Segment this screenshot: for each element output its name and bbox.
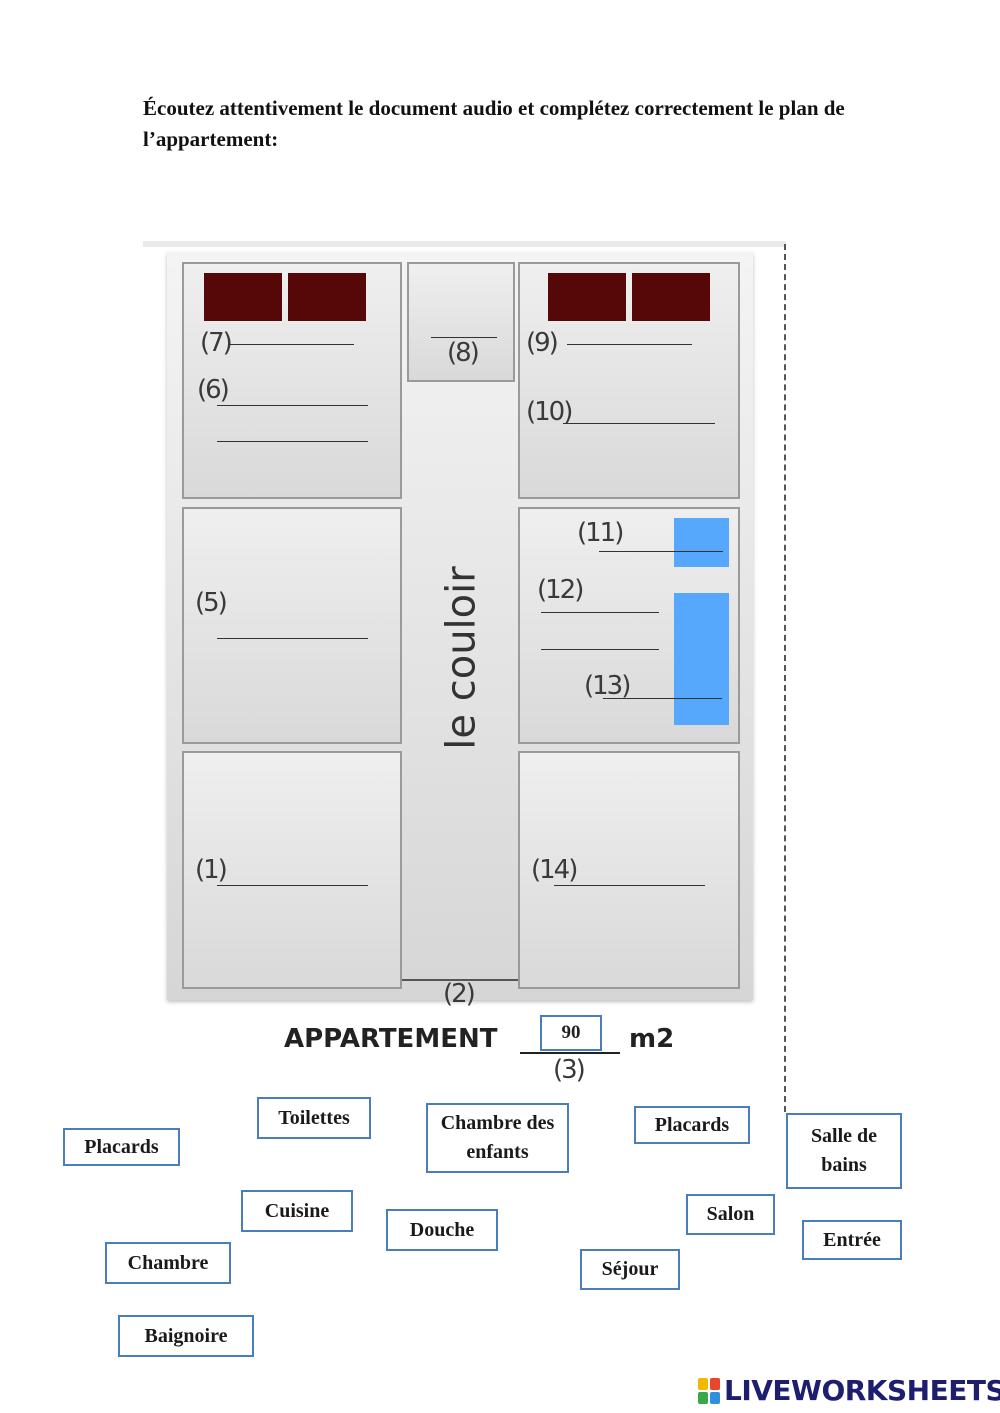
blank-line-8 bbox=[431, 337, 497, 338]
blank-line-13 bbox=[603, 698, 722, 699]
label-5: (5) bbox=[195, 588, 228, 618]
word-chip-entree[interactable]: Entrée bbox=[802, 1220, 902, 1260]
label-6: (6) bbox=[197, 375, 230, 405]
room-bottom-right bbox=[518, 751, 740, 989]
apartment-blank-line bbox=[520, 1052, 620, 1054]
label-14: (14) bbox=[531, 855, 578, 885]
apartment-size-input[interactable]: 90 bbox=[540, 1015, 602, 1051]
closet-block bbox=[288, 273, 366, 321]
word-chip-douche[interactable]: Douche bbox=[386, 1209, 498, 1251]
room-middle-left bbox=[182, 507, 402, 744]
apartment-label: APPARTEMENT bbox=[284, 1024, 498, 1054]
blank-line-14 bbox=[554, 885, 705, 886]
entrance-line bbox=[402, 979, 518, 981]
liveworksheets-mark-icon bbox=[698, 1377, 720, 1404]
label-10: (10) bbox=[526, 397, 573, 427]
label-1: (1) bbox=[195, 855, 228, 885]
label-2: (2) bbox=[443, 979, 476, 1009]
blank-line-6a bbox=[217, 405, 368, 406]
word-chip-placards-1[interactable]: Placards bbox=[63, 1128, 180, 1166]
blank-line-7 bbox=[228, 344, 354, 345]
closet-block bbox=[632, 273, 710, 321]
blank-line-12b bbox=[541, 649, 659, 650]
word-chip-placards-2[interactable]: Placards bbox=[634, 1106, 750, 1144]
label-11: (11) bbox=[577, 518, 624, 548]
label-8: (8) bbox=[447, 338, 480, 368]
closet-block bbox=[548, 273, 626, 321]
blank-line-9 bbox=[567, 344, 692, 345]
word-chip-toilettes[interactable]: Toilettes bbox=[257, 1097, 371, 1139]
plan-background-edge bbox=[143, 241, 786, 247]
label-3: (3) bbox=[553, 1055, 586, 1085]
word-chip-sejour[interactable]: Séjour bbox=[580, 1249, 680, 1290]
room-top-middle bbox=[407, 262, 515, 382]
corridor-label: le couloir bbox=[439, 565, 485, 750]
apartment-unit: m2 bbox=[629, 1024, 675, 1054]
label-7: (7) bbox=[200, 328, 233, 358]
instructions-text: Écoutez attentivement le document audio … bbox=[143, 96, 845, 151]
toilet-fixture bbox=[674, 518, 729, 567]
word-chip-cuisine[interactable]: Cuisine bbox=[241, 1190, 353, 1232]
dashed-divider bbox=[784, 244, 786, 1112]
blank-line-6b bbox=[217, 441, 368, 442]
label-9: (9) bbox=[526, 328, 559, 358]
word-chip-salle-de-bains[interactable]: Salle de bains bbox=[786, 1113, 902, 1189]
closet-block bbox=[204, 273, 282, 321]
room-bottom-left bbox=[182, 751, 402, 989]
liveworksheets-wordmark: LIVEWORKSHEETS bbox=[724, 1374, 1000, 1407]
blank-line-1 bbox=[217, 885, 368, 886]
word-chip-chambre-des-enfants[interactable]: Chambre des enfants bbox=[426, 1103, 569, 1173]
blank-line-10 bbox=[563, 423, 715, 424]
label-13: (13) bbox=[584, 671, 631, 701]
blank-line-11 bbox=[599, 551, 723, 552]
liveworksheets-logo: LIVEWORKSHEETS bbox=[698, 1374, 1000, 1407]
label-12: (12) bbox=[537, 575, 584, 605]
bathtub-fixture bbox=[674, 593, 729, 725]
blank-line-5 bbox=[217, 638, 368, 639]
word-chip-baignoire[interactable]: Baignoire bbox=[118, 1315, 254, 1357]
word-chip-salon[interactable]: Salon bbox=[686, 1194, 775, 1235]
word-chip-chambre[interactable]: Chambre bbox=[105, 1242, 231, 1284]
blank-line-12a bbox=[541, 612, 659, 613]
